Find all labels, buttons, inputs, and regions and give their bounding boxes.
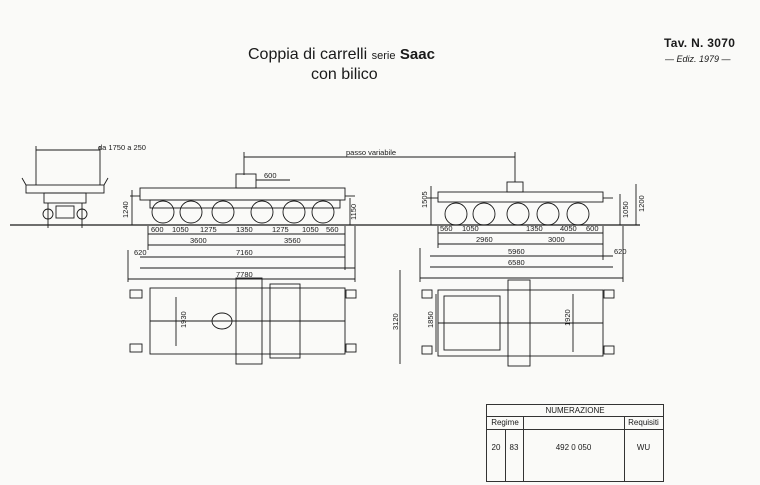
dim-1240: 1240	[121, 201, 130, 218]
r-h-1505: 1505	[420, 191, 429, 208]
ls-5: 1050	[302, 225, 319, 234]
plan-view-left	[129, 277, 357, 365]
sheet-number: Tav. N. 3070	[664, 36, 736, 50]
plan-1920: 1920	[563, 309, 572, 326]
l-total-inner: 7160	[236, 248, 253, 257]
ls-4: 1275	[272, 225, 289, 234]
l-total: 7780	[236, 270, 253, 279]
rs-2: 1350	[526, 224, 543, 233]
row-req: WU	[636, 443, 651, 452]
edition-label: — Ediz. 1979 —	[665, 54, 731, 64]
col-requisiti: Requisiti	[628, 418, 659, 427]
title-line2: con bilico	[311, 66, 378, 83]
plan-3120: 3120	[391, 313, 400, 330]
row-b: 83	[509, 443, 519, 452]
plan-view-right	[399, 270, 615, 367]
r-offset: 620	[614, 247, 627, 256]
side-view-left	[127, 152, 516, 282]
title-serie: serie	[371, 50, 396, 62]
plan-1850: 1850	[426, 311, 435, 328]
title-saac: Saac	[399, 46, 435, 63]
numbering-table: NUMERAZIONE Regime Requisiti 20 83 492 0…	[486, 404, 664, 482]
dim-600-top: 600	[264, 171, 277, 180]
ls-3: 1350	[236, 225, 253, 234]
passo-label: passo variabile	[346, 148, 396, 157]
row-a: 20	[491, 443, 501, 452]
rs-1: 1050	[462, 224, 479, 233]
rs-3: 4050	[560, 224, 577, 233]
row-number: 492 0 050	[555, 443, 592, 452]
width-label: da 1750 a 250	[98, 143, 146, 152]
r-total: 6580	[508, 258, 525, 267]
rg-1: 3000	[548, 235, 565, 244]
plan-1930-left: 1930	[179, 311, 188, 328]
r-h-1200: 1200	[637, 195, 646, 212]
ls-6: 560	[326, 225, 339, 234]
lg-0: 3600	[190, 236, 207, 245]
end-view	[21, 146, 109, 228]
r-h-1050: 1050	[621, 201, 630, 218]
ls-2: 1275	[200, 225, 217, 234]
drawing-title: Coppia di carrelli serie Saac	[248, 44, 435, 67]
side-view-right	[419, 181, 637, 282]
table-header: NUMERAZIONE	[487, 405, 663, 417]
rg-0: 2960	[476, 235, 493, 244]
r-total-inner: 5960	[508, 247, 525, 256]
l-offset: 620	[134, 248, 147, 257]
ls-0: 600	[151, 225, 164, 234]
col-regime: Regime	[491, 418, 519, 427]
ls-1: 1050	[172, 225, 189, 234]
title-line1-prefix: Coppia di carrelli	[248, 46, 368, 63]
dim-1150: 1150	[349, 204, 358, 220]
dimension-labels: da 1750 a 250 passo variabile 600 1240 1…	[98, 143, 646, 330]
rs-4: 600	[586, 224, 599, 233]
rs-0: 560	[440, 224, 453, 233]
lg-1: 3560	[284, 236, 301, 245]
